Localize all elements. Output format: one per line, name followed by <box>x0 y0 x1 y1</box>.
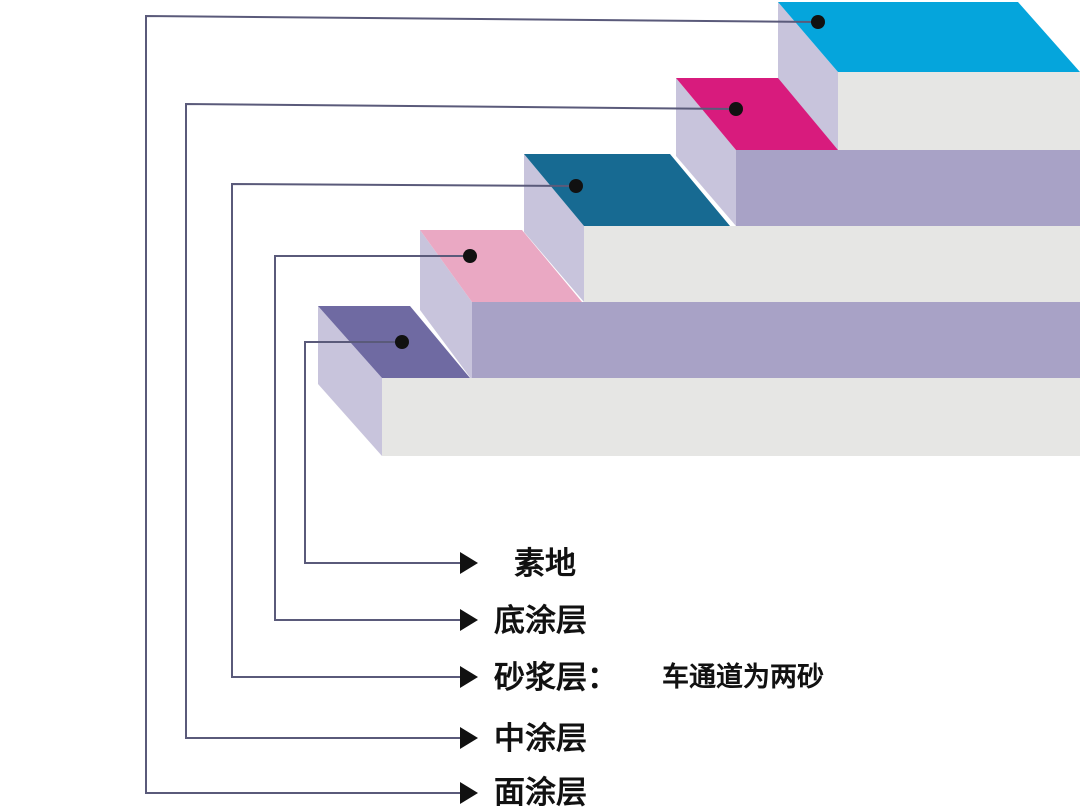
arrow-right-icon <box>460 727 478 749</box>
arrow-right-icon <box>460 666 478 688</box>
note-mortar: 车通道为两砂 <box>662 661 824 693</box>
step-primer <box>420 230 1080 380</box>
step-middle-coat <box>676 78 1080 226</box>
leader-line-top <box>145 14 819 794</box>
leader-line-middle <box>185 102 737 739</box>
step-top-coat-top-face <box>778 2 1080 72</box>
arrow-right-icon <box>460 552 478 574</box>
leader-lines <box>145 14 819 794</box>
leader-line-base <box>304 341 462 564</box>
step-middle-coat-left-face <box>676 78 736 226</box>
step-mortar-top-face <box>524 154 730 226</box>
label-top: 面涂层 <box>494 775 587 810</box>
step-mortar-front-face <box>584 226 1080 302</box>
step-top-coat-front-face <box>838 72 1080 150</box>
label-primer: 底涂层 <box>494 603 587 639</box>
step-middle-coat-top-face <box>676 78 838 150</box>
arrowheads <box>460 552 478 804</box>
leader-line-mortar <box>231 182 577 678</box>
step-mortar <box>524 154 1080 302</box>
step-primer-left-face <box>420 230 472 380</box>
step-base-left-face <box>318 306 382 456</box>
marker-dot-base <box>395 335 409 349</box>
step-base-front-face <box>382 378 1080 456</box>
leader-line-primer <box>274 255 470 621</box>
step-base <box>318 306 1080 456</box>
label-middle: 中涂层 <box>494 721 587 757</box>
arrow-right-icon <box>460 782 478 804</box>
label-base: 素地 <box>514 546 576 582</box>
step-primer-front-face <box>472 302 1080 380</box>
step-mortar-left-face <box>524 154 584 302</box>
layer-labels: 素地 底涂层 砂浆层： 车通道为两砂 中涂层 面涂层 <box>494 546 824 810</box>
label-mortar: 砂浆层： <box>494 660 618 696</box>
step-middle-coat-front-face <box>736 150 1080 226</box>
marker-dot-mortar <box>569 179 583 193</box>
arrow-right-icon <box>460 609 478 631</box>
marker-dot-middle <box>729 102 743 116</box>
marker-dots <box>395 15 825 349</box>
marker-dot-top <box>811 15 825 29</box>
step-top-coat-left-face <box>778 2 838 150</box>
step-top-coat <box>778 2 1080 150</box>
step-primer-top-face <box>420 230 582 302</box>
marker-dot-primer <box>463 249 477 263</box>
